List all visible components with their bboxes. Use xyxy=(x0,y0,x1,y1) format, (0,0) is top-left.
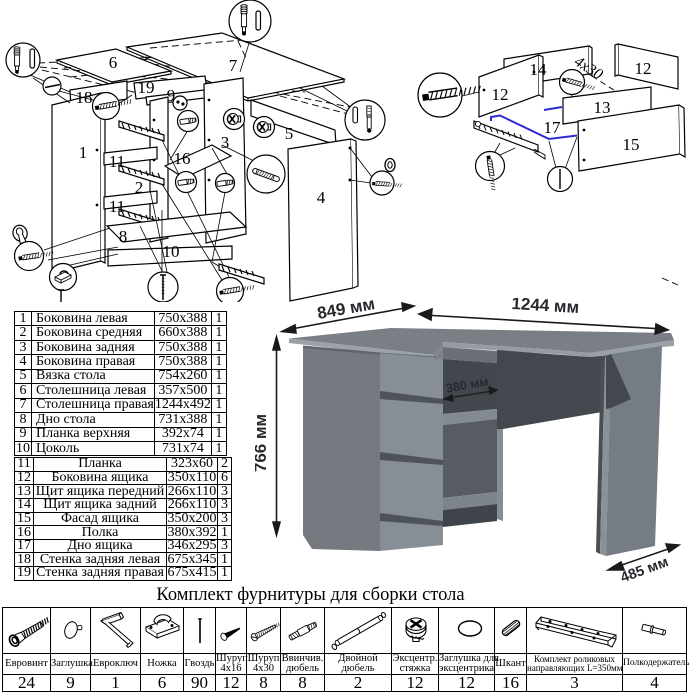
svg-text:13: 13 xyxy=(594,98,611,117)
svg-text:1244 мм: 1244 мм xyxy=(511,298,580,317)
svg-text:8: 8 xyxy=(119,227,128,246)
svg-text:18: 18 xyxy=(76,88,93,107)
svg-text:11: 11 xyxy=(109,152,125,171)
svg-text:12: 12 xyxy=(635,59,652,78)
svg-text:485 мм: 485 мм xyxy=(619,554,671,586)
svg-text:15: 15 xyxy=(623,135,640,154)
svg-text:5: 5 xyxy=(285,124,294,143)
svg-text:7: 7 xyxy=(229,56,238,75)
svg-text:16: 16 xyxy=(174,149,191,168)
svg-text:6: 6 xyxy=(109,53,118,72)
svg-text:11: 11 xyxy=(109,197,125,216)
svg-text:10: 10 xyxy=(163,242,180,261)
svg-text:3: 3 xyxy=(221,133,230,152)
svg-text:12: 12 xyxy=(492,85,509,104)
svg-text:766 мм: 766 мм xyxy=(255,414,270,472)
svg-text:14: 14 xyxy=(530,60,548,79)
svg-text:4: 4 xyxy=(317,188,326,207)
svg-text:1: 1 xyxy=(79,143,88,162)
svg-text:19: 19 xyxy=(138,78,155,97)
svg-text:17: 17 xyxy=(544,118,562,137)
svg-text:2: 2 xyxy=(135,178,144,197)
svg-text:9: 9 xyxy=(167,86,176,105)
